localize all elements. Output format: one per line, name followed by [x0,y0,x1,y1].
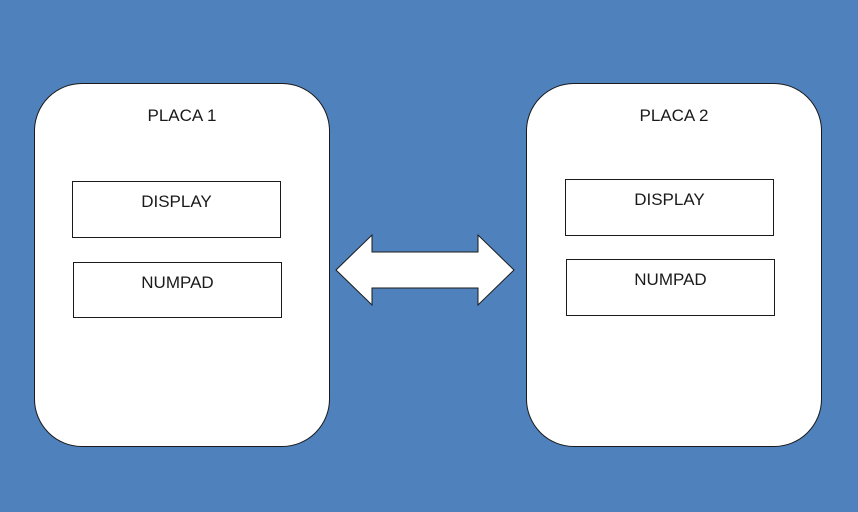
module-display-2: DISPLAY [565,179,774,236]
board-title: PLACA 2 [639,106,709,125]
module-label: DISPLAY [634,190,705,209]
module-numpad-1: NUMPAD [73,262,282,318]
module-label: NUMPAD [141,273,214,292]
module-label: DISPLAY [141,192,212,211]
board-title: PLACA 1 [147,106,217,125]
double-arrow-shape [335,233,515,307]
module-label: NUMPAD [634,270,707,289]
module-display-1: DISPLAY [72,181,281,238]
module-numpad-2: NUMPAD [566,259,775,316]
